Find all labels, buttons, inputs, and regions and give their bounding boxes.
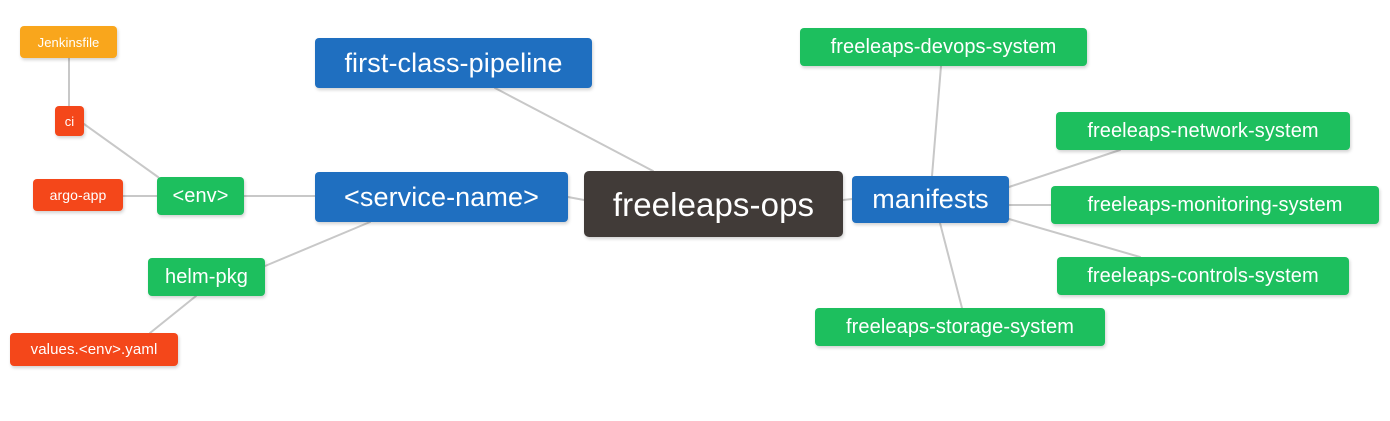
mindmap-node-freeleaps-storage-system[interactable]: freeleaps-storage-system (815, 308, 1105, 346)
mindmap-edge (567, 196, 585, 201)
mindmap-edge (931, 65, 942, 177)
mindmap-node-label: freeleaps-monitoring-system (1087, 194, 1343, 216)
mindmap-node-freeleaps-devops-system[interactable]: freeleaps-devops-system (800, 28, 1087, 66)
mindmap-edge (1008, 218, 1141, 258)
mindmap-node-label: ci (64, 113, 75, 129)
mindmap-node-freeleaps-monitoring-system[interactable]: freeleaps-monitoring-system (1051, 186, 1379, 224)
mindmap-node-label: freeleaps-network-system (1087, 120, 1319, 142)
mindmap-node-label: values.<env>.yaml (30, 341, 158, 358)
mindmap-node-service-name[interactable]: <service-name> (315, 172, 568, 222)
mindmap-node-manifests[interactable]: manifests (852, 176, 1009, 223)
mindmap-node-label: manifests (872, 184, 989, 214)
mindmap-edge (494, 87, 654, 172)
mindmap-node-label: <env> (172, 185, 229, 207)
mindmap-node-label: helm-pkg (164, 266, 249, 288)
mindmap-node-label: freeleaps-controls-system (1087, 265, 1319, 287)
mindmap-node-label: argo-app (49, 187, 107, 203)
mindmap-node-first-class-pipeline[interactable]: first-class-pipeline (315, 38, 592, 88)
mindmap-node-freeleaps-controls-system[interactable]: freeleaps-controls-system (1057, 257, 1349, 295)
mindmap-node-label: <service-name> (344, 181, 539, 212)
mindmap-edge (264, 221, 371, 267)
mindmap-node-freeleaps-ops[interactable]: freeleaps-ops (584, 171, 843, 237)
mindmap-node-helm-pkg[interactable]: helm-pkg (148, 258, 265, 296)
mindmap-node-jenkinsfile[interactable]: Jenkinsfile (20, 26, 117, 58)
mindmap-node-ci[interactable]: ci (55, 106, 84, 136)
mindmap-node-freeleaps-network-system[interactable]: freeleaps-network-system (1056, 112, 1350, 150)
mindmap-node-label: freeleaps-storage-system (845, 316, 1075, 338)
mindmap-edge (842, 198, 853, 201)
mindmap-edge (1008, 149, 1121, 188)
mindmap-edge (149, 295, 197, 334)
mindmap-node-label: first-class-pipeline (344, 47, 563, 78)
mindmap-node-label: freeleaps-devops-system (830, 36, 1057, 58)
mindmap-node-values-yaml[interactable]: values.<env>.yaml (10, 333, 178, 366)
mindmap-edge (83, 123, 159, 178)
mindmap-node-label: Jenkinsfile (37, 34, 100, 50)
mindmap-node-env[interactable]: <env> (157, 177, 244, 215)
mindmap-node-argo-app[interactable]: argo-app (33, 179, 123, 211)
mindmap-edge (939, 222, 963, 309)
mindmap-node-label: freeleaps-ops (612, 185, 815, 223)
